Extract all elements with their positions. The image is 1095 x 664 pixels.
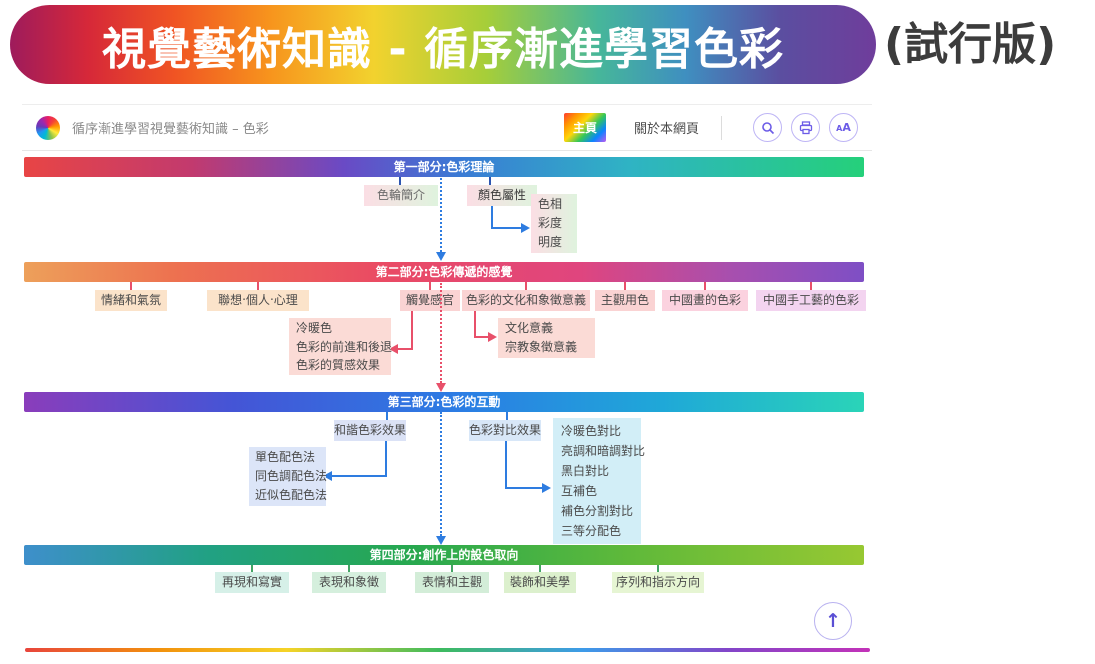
arrow-right-icon [521,223,530,233]
node-saturation[interactable]: 彩度 [538,216,563,230]
footer-rainbow-divider [25,648,870,652]
node-emotive[interactable]: 表情和主觀 [415,572,489,593]
site-header: 循序漸進學習視覺藝術知識 – 色彩 主頁 關於本網頁 AA [22,105,872,151]
connector-line [474,311,476,338]
webpage-frame: 循序漸進學習視覺藝術知識 – 色彩 主頁 關於本網頁 AA [22,104,872,661]
connector-tick [399,177,401,185]
flow-dotted-line [440,412,442,536]
arrow-down-icon [436,536,446,545]
node-tonal-scheme[interactable]: 同色調配色法 [255,469,328,483]
node-religious-symbol[interactable]: 宗教象徵意義 [505,340,578,354]
home-button[interactable]: 主頁 [563,113,606,142]
section2-bar[interactable]: 第二部分:色彩傳遞的感覺 [24,262,864,282]
connector-tick [525,282,527,290]
touch-sub-box: 冷暖色 色彩的前進和後退 色彩的質感效果 [289,318,393,375]
up-arrow-icon: ↑ [825,610,841,632]
connector-tick [506,412,508,420]
node-brightness[interactable]: 明度 [538,235,563,249]
connector-line [474,336,489,338]
font-size-button[interactable]: AA [829,113,858,142]
arrow-right-icon [488,332,497,342]
culture-sub-box: 文化意義 宗教象徵意義 [498,318,595,358]
section1-bar[interactable]: 第一部分:色彩理論 [24,157,864,177]
connector-tick [130,282,132,290]
connector-tick [451,565,453,572]
node-subjective-color[interactable]: 主觀用色 [595,290,655,311]
node-triadic[interactable]: 三等分配色 [561,524,622,538]
node-touch-sense[interactable]: 觸覺感官 [400,290,460,311]
node-decorative[interactable]: 裝飾和美學 [504,572,576,593]
node-split-complementary[interactable]: 補色分割對比 [561,504,634,518]
node-light-dark-contrast[interactable]: 亮調和暗調對比 [561,444,646,458]
version-tag: (試行版) [884,19,1057,70]
connector-tick [348,565,350,572]
arrow-down-icon [436,252,446,261]
attrs-list-box: 色相 彩度 明度 [531,194,577,253]
node-complementary[interactable]: 互補色 [561,484,598,498]
flow-dotted-line [440,283,442,383]
connector-tick [539,565,541,572]
arrow-left-icon [323,471,332,481]
search-button[interactable] [753,113,782,142]
banner-title: 視覺藝術知識 - 循序漸進學習色彩 [102,23,784,75]
connector-tick [386,412,388,420]
section3-bar[interactable]: 第三部分:色彩的互動 [24,392,864,412]
node-expressive[interactable]: 表現和象徵 [312,572,386,593]
node-chinese-painting[interactable]: 中國畫的色彩 [662,290,748,311]
search-icon [761,121,774,134]
node-color-attributes[interactable]: 顏色屬性 [467,185,537,206]
connector-line [491,206,493,229]
node-analogous-scheme[interactable]: 近似色配色法 [255,488,328,502]
printer-icon [799,120,812,134]
print-button[interactable] [791,113,820,142]
connector-line [411,311,413,350]
font-size-icon: AA [836,121,851,134]
node-sequence-direction[interactable]: 序列和指示方向 [612,572,704,593]
connector-tick [489,177,491,185]
node-cultural-meaning[interactable]: 文化意義 [505,321,554,335]
node-monochrome-scheme[interactable]: 單色配色法 [255,450,316,464]
node-harmony-effects[interactable]: 和諧色彩效果 [334,420,406,441]
connector-tick [251,565,253,572]
node-mood[interactable]: 情緒和氣氛 [95,290,167,311]
node-representational[interactable]: 再現和寫實 [215,572,289,593]
node-contrast-effects[interactable]: 色彩對比效果 [469,420,541,441]
node-advance-recede[interactable]: 色彩的前進和後退 [296,339,393,354]
connector-line [491,227,522,229]
arrow-left-icon [389,344,398,354]
back-to-top-button[interactable]: ↑ [814,602,852,640]
connector-line [505,487,543,489]
node-warm-cool[interactable]: 冷暖色 [296,321,333,335]
arrow-down-icon [436,383,446,392]
connector-line [332,475,385,477]
connector-tick [704,282,706,290]
flow-dotted-line [440,178,442,252]
connector-line [505,441,507,489]
connector-tick [657,565,659,572]
connector-tick [624,282,626,290]
section4-bar[interactable]: 第四部分:創作上的設色取向 [24,545,864,565]
node-texture-effect[interactable]: 色彩的質感效果 [296,358,381,372]
page-banner: 視覺藝術知識 - 循序漸進學習色彩 [10,5,876,84]
about-link[interactable]: 關於本網頁 [633,122,699,137]
node-culture-symbol[interactable]: 色彩的文化和象徵意義 [462,290,590,311]
color-wheel-logo[interactable] [36,115,60,140]
connector-tick [810,282,812,290]
site-title: 循序漸進學習視覺藝術知識 – 色彩 [72,122,269,137]
connector-line [385,441,387,477]
connector-line [398,348,413,350]
node-hue[interactable]: 色相 [538,197,563,211]
connector-tick [429,282,431,290]
node-warm-cool-contrast[interactable]: 冷暖色對比 [561,424,622,438]
header-divider [721,115,722,140]
node-chinese-craft[interactable]: 中國手工藝的色彩 [756,290,866,311]
arrow-right-icon [542,483,551,493]
node-bw-contrast[interactable]: 黑白對比 [561,464,610,478]
node-wheel-intro[interactable]: 色輪簡介 [364,185,438,206]
contrast-sub-box: 冷暖色對比 亮調和暗調對比 黑白對比 互補色 補色分割對比 三等分配色 [553,418,646,544]
connector-tick [257,282,259,290]
node-association[interactable]: 聯想‧個人‧心理 [207,290,309,311]
harmony-sub-box: 單色配色法 同色調配色法 近似色配色法 [249,447,328,506]
